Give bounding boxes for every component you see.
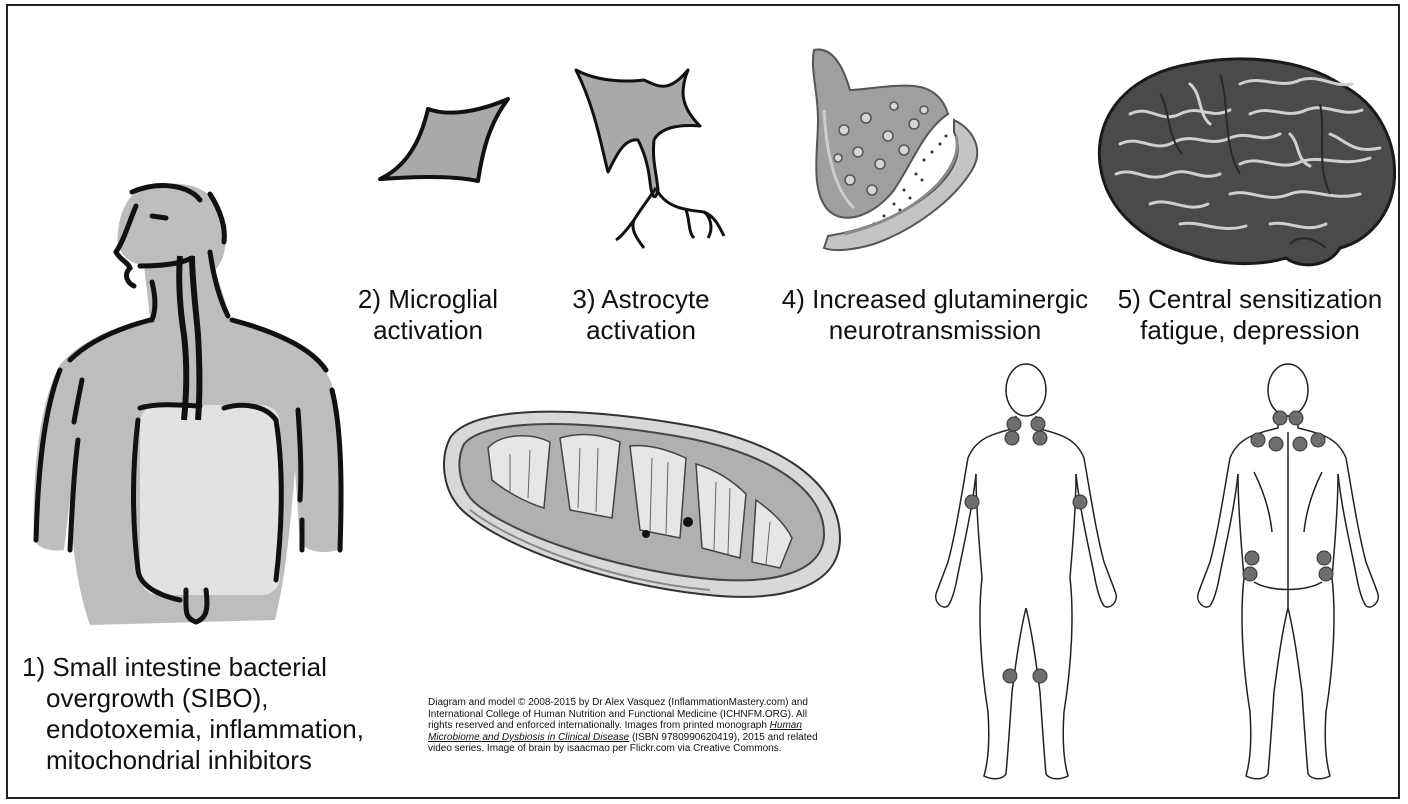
caption-line: overgrowth (SIBO), (22, 683, 364, 714)
mitochondrion-icon (440, 398, 850, 608)
credit-text: rights reserved and enforced internation… (428, 720, 767, 731)
brain-panel (1090, 44, 1402, 276)
body-back-tender-points-icon (1194, 362, 1384, 786)
synapse-icon (804, 40, 1004, 260)
caption-line: mitochondrial inhibitors (22, 745, 364, 776)
caption-line: 2) Microglial (348, 284, 508, 315)
book-title: Human (770, 720, 802, 731)
body-front-tender-points-icon (932, 362, 1122, 786)
brain-icon (1090, 44, 1402, 276)
body-back-panel (1194, 362, 1384, 786)
caption-line: neurotransmission (770, 315, 1100, 346)
caption-line: 3) Astrocyte (556, 284, 726, 315)
credit-line: International College of Human Nutrition… (428, 709, 948, 721)
astrocyte-panel (568, 60, 748, 260)
astrocyte-cell-icon (568, 60, 748, 260)
caption-line: activation (348, 315, 508, 346)
human-digestive-tract-icon (20, 170, 360, 640)
synapse-panel (804, 40, 1004, 260)
book-title: Microbiome and Dysbiosis in Clinical Dis… (428, 732, 629, 743)
caption-line: activation (556, 315, 726, 346)
credit-line: Diagram and model © 2008-2015 by Dr Alex… (428, 697, 948, 709)
sibo-caption: 1) Small intestine bacterial overgrowth … (22, 652, 364, 776)
credit-text: (ISBN 9780990620419), 2015 and related (629, 732, 817, 743)
caption-line: endotoxemia, inflammation, (22, 714, 364, 745)
caption-line: 5) Central sensitization (1100, 284, 1400, 315)
astrocyte-caption: 3) Astrocyte activation (556, 284, 726, 346)
synapse-caption: 4) Increased glutaminergic neurotransmis… (770, 284, 1100, 346)
microglia-caption: 2) Microglial activation (348, 284, 508, 346)
brain-caption: 5) Central sensitization fatigue, depres… (1100, 284, 1400, 346)
credit-line: video series. Image of brain by isaacmao… (428, 743, 948, 755)
caption-line: 4) Increased glutaminergic (770, 284, 1100, 315)
microglia-panel (370, 95, 520, 195)
microglial-cell-icon (370, 95, 520, 195)
credit-line: Microbiome and Dysbiosis in Clinical Dis… (428, 732, 948, 744)
copyright-credit: Diagram and model © 2008-2015 by Dr Alex… (428, 697, 948, 755)
body-front-panel (932, 362, 1122, 786)
credit-line: rights reserved and enforced internation… (428, 720, 948, 732)
sibo-panel: 1) Small intestine bacterial overgrowth … (20, 170, 360, 640)
caption-line: fatigue, depression (1100, 315, 1400, 346)
caption-line: 1) Small intestine bacterial (22, 652, 364, 683)
mitochondrion-panel (440, 398, 850, 608)
